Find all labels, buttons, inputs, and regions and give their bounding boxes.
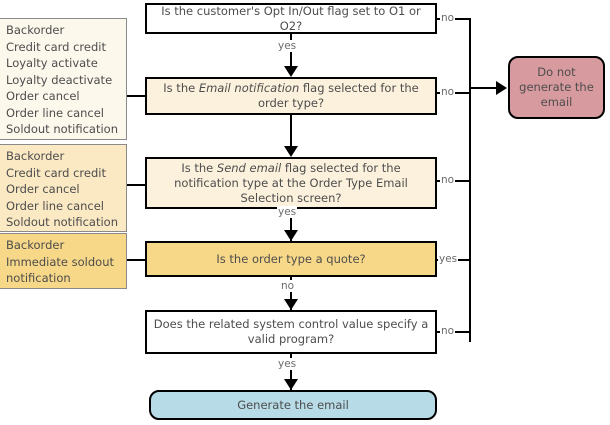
terminal-do-not-generate-email-label: Do not generate the email xyxy=(519,65,594,109)
email-notification-suffix: flag selected for the order type? xyxy=(257,81,419,110)
reject-stub-send-no xyxy=(454,180,471,182)
legend-2-item-1: Credit card credit xyxy=(6,165,106,180)
send-email-prefix: Is the xyxy=(181,160,217,175)
legend-3-connector xyxy=(127,259,146,261)
edge-label-opt-yes: yes xyxy=(277,40,298,52)
decision-opt-in-out[interactable]: Is the customer's Opt In/Out flag set to… xyxy=(145,3,437,34)
flow-arrow-send-to-quote xyxy=(284,230,298,241)
decision-opt-in-out-label: Is the customer's Opt In/Out flag set to… xyxy=(161,3,421,33)
terminal-do-not-generate-email[interactable]: Do not generate the email xyxy=(508,56,605,119)
edge-label-send-no: no xyxy=(440,174,456,186)
flow-line-quote-to-system xyxy=(290,277,292,312)
edge-label-email-no: no xyxy=(440,86,456,98)
decision-system-control-label: Does the related system control value sp… xyxy=(153,317,429,346)
decision-order-type-quote-label: Is the order type a quote? xyxy=(216,251,366,266)
legend-3-item-1: Immediate soldout xyxy=(6,254,115,269)
reject-stub-system-no xyxy=(454,331,471,333)
edge-label-system-yes: yes xyxy=(277,358,298,370)
decision-order-type-quote[interactable]: Is the order type a quote? xyxy=(145,241,437,277)
edge-label-quote-no: no xyxy=(280,280,296,292)
terminal-generate-email-label: Generate the email xyxy=(237,397,349,412)
legend-1-item-6: Soldout notification xyxy=(6,122,118,136)
decision-system-control[interactable]: Does the related system control value sp… xyxy=(145,310,437,354)
reject-stub-email-no xyxy=(454,92,471,94)
edge-label-quote-yes: yes xyxy=(438,253,459,265)
flow-line-system-to-generate xyxy=(290,354,292,392)
decision-send-email-label: Is the Send email flag selected for the … xyxy=(153,161,429,206)
email-notification-emphasis: Email notification xyxy=(198,81,300,95)
legend-box-2: Backorder Credit card credit Order cance… xyxy=(0,144,127,232)
decision-email-notification[interactable]: Is the Email notification flag selected … xyxy=(145,77,437,115)
flow-arrow-system-to-generate xyxy=(284,379,298,390)
legend-2-item-0: Backorder xyxy=(6,149,65,163)
legend-1-connector xyxy=(127,95,146,97)
reject-line-to-terminal xyxy=(469,87,499,89)
legend-3-item-0: Backorder xyxy=(6,238,65,252)
legend-box-1: Backorder Credit card credit Loyalty act… xyxy=(0,18,127,140)
terminal-generate-email[interactable]: Generate the email xyxy=(149,390,437,420)
flow-line-email-to-send xyxy=(290,115,292,148)
flow-arrow-opt-to-email xyxy=(284,66,298,77)
reject-arrow-to-terminal xyxy=(496,81,507,95)
legend-1-item-4: Order cancel xyxy=(6,89,80,103)
send-email-suffix: flag selected for the notification type … xyxy=(174,160,408,205)
legend-2-connector xyxy=(127,184,146,186)
legend-box-3: Backorder Immediate soldout notification xyxy=(0,233,127,289)
legend-1-item-2: Loyalty activate xyxy=(6,56,98,70)
legend-1-item-3: Loyalty deactivate xyxy=(6,72,113,87)
reject-stub-opt-no xyxy=(454,18,471,20)
edge-label-send-yes: yes xyxy=(277,206,298,218)
flow-line-send-to-quote xyxy=(290,209,292,243)
legend-2-item-2: Order cancel xyxy=(6,182,80,196)
legend-1-item-5: Order line cancel xyxy=(6,105,104,120)
edge-label-system-no: no xyxy=(440,325,456,337)
legend-2-item-4: Soldout notification xyxy=(6,215,118,229)
send-email-emphasis: Send email xyxy=(216,160,282,175)
legend-3-item-2: notification xyxy=(6,271,71,285)
flow-arrow-email-to-send xyxy=(284,146,298,157)
legend-1-item-1: Credit card credit xyxy=(6,39,106,54)
flow-arrow-quote-to-system xyxy=(284,299,298,310)
legend-1-item-0: Backorder xyxy=(6,23,65,37)
reject-stub-quote-yes xyxy=(454,259,471,261)
decision-email-notification-label: Is the Email notification flag selected … xyxy=(153,81,429,111)
email-notification-prefix: Is the xyxy=(163,81,199,95)
decision-send-email[interactable]: Is the Send email flag selected for the … xyxy=(145,157,437,209)
legend-2-item-3: Order line cancel xyxy=(6,198,104,213)
edge-label-opt-no: no xyxy=(440,12,456,24)
